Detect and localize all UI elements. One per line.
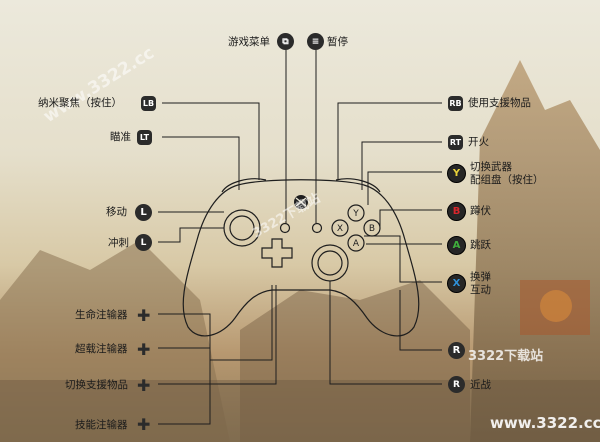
label-switch-weapon-1: 切换武器 xyxy=(470,161,512,173)
a-button-icon: A xyxy=(447,236,466,255)
label-crouch: 蹲伏 xyxy=(470,205,491,217)
dpad-left-icon: ✚ xyxy=(137,376,151,395)
label-fire: 开火 xyxy=(468,136,489,148)
label-ability-injector: 技能注输器 xyxy=(75,419,128,431)
label-interact: 互动 xyxy=(470,284,491,296)
label-switch-support: 切换支援物品 xyxy=(65,379,128,391)
b-button-icon: B xyxy=(447,202,466,221)
label-nano-focus: 纳米聚焦（按住） xyxy=(38,97,122,109)
svg-text:X: X xyxy=(337,224,343,234)
right-stick-press-icon: R xyxy=(448,376,465,393)
left-stick-badge: L xyxy=(135,204,152,221)
label-life-injector: 生命注输器 xyxy=(75,309,128,321)
label-use-support: 使用支援物品 xyxy=(468,97,531,109)
svg-text:Y: Y xyxy=(352,209,359,219)
dpad-up-icon: ✚ xyxy=(137,306,151,325)
label-overdrive-injector: 超载注输器 xyxy=(75,343,128,355)
left-stick-press-icon: L xyxy=(135,234,152,251)
rb-badge: RB xyxy=(448,96,463,111)
label-sprint: 冲刺 xyxy=(108,237,129,249)
lb-badge: LB xyxy=(141,96,156,111)
label-game-menu: 游戏菜单 xyxy=(228,36,270,48)
menu-button-icon: ≡ xyxy=(307,33,324,50)
watermark-url-bottom: www.3322.cc xyxy=(490,414,600,432)
y-button-icon: Y xyxy=(447,164,466,183)
label-move: 移动 xyxy=(106,206,127,218)
label-reload: 换弹 xyxy=(470,271,491,283)
label-switch-weapon-2: 配组盘（按住） xyxy=(470,174,544,186)
right-stick-badge: R xyxy=(448,342,465,359)
x-button-icon: X xyxy=(447,274,466,293)
rt-badge: RT xyxy=(448,135,463,150)
dpad-right-icon: ✚ xyxy=(137,340,151,359)
view-button-icon: ⧉ xyxy=(277,33,294,50)
svg-text:B: B xyxy=(369,224,375,234)
label-aim: 瞄准 xyxy=(110,131,131,143)
dpad-down-icon: ✚ xyxy=(137,415,151,434)
label-melee: 近战 xyxy=(470,379,491,391)
label-jump: 跳跃 xyxy=(470,239,491,251)
lt-badge: LT xyxy=(137,130,152,145)
watermark-logo-bottom: 3322下载站 xyxy=(468,349,544,364)
label-pause: 暂停 xyxy=(327,36,348,48)
svg-text:A: A xyxy=(353,239,360,249)
